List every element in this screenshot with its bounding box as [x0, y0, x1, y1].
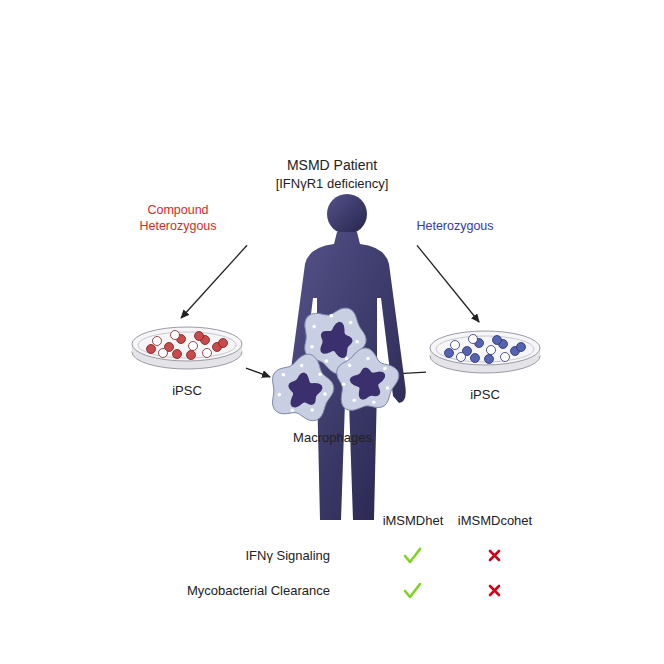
nucleus: [320, 322, 352, 358]
ipsc-dish: iPSC: [128, 318, 246, 402]
row-label: Mycobacterial Clearance: [187, 583, 330, 598]
stem-cell: [471, 354, 480, 363]
stem-cell: [501, 353, 510, 362]
cross-mark: [490, 551, 499, 595]
connector-arrow: [417, 245, 479, 322]
connector-arrow: [181, 245, 247, 318]
nucleus: [288, 373, 322, 408]
node-heading: Macrophages: [270, 429, 395, 447]
node-subheading: [IFNγR1 deficiency]: [247, 175, 417, 193]
ipsc-dish: iPSC: [426, 322, 544, 406]
connector-arrow: [246, 368, 270, 377]
petri-dish: [128, 318, 246, 374]
column-header: iMSMDcohet: [458, 513, 532, 528]
stem-cell: [153, 337, 162, 346]
stem-cell: [517, 343, 526, 352]
stem-cell: [469, 335, 478, 344]
stem-cell: [195, 332, 204, 341]
row-label: IFNγ Signaling: [245, 548, 330, 563]
edge-label: Heterozygous: [416, 218, 493, 234]
head: [327, 194, 367, 234]
node-heading: MSMD Patient: [247, 156, 417, 175]
stem-cell: [173, 350, 182, 359]
stem-cell: [159, 349, 168, 358]
node-heading: iPSC: [128, 382, 246, 400]
stem-cell: [487, 346, 496, 355]
stem-cell: [219, 339, 228, 348]
stem-cell: [485, 355, 494, 364]
nucleus: [350, 367, 385, 399]
macrophage: [273, 354, 334, 421]
check-mark: [405, 549, 420, 597]
body: [288, 232, 406, 520]
stem-cell: [457, 353, 466, 362]
stem-cell: [147, 345, 156, 354]
column-header: iMSMDhet: [383, 513, 444, 528]
edge-label: Compound Heterozygous: [133, 202, 223, 235]
stem-cell: [445, 349, 454, 358]
stem-cell: [171, 331, 180, 340]
stem-cell: [451, 341, 460, 350]
stem-cell: [493, 336, 502, 345]
macrophage-cells: [270, 305, 395, 430]
node-heading: iPSC: [426, 386, 544, 404]
stem-cell: [203, 349, 212, 358]
petri-dish: [426, 322, 544, 378]
macrophage-group: Macrophages: [270, 305, 395, 449]
macrophage: [337, 348, 399, 410]
stem-cell: [189, 342, 198, 351]
stem-cell: [187, 351, 196, 360]
